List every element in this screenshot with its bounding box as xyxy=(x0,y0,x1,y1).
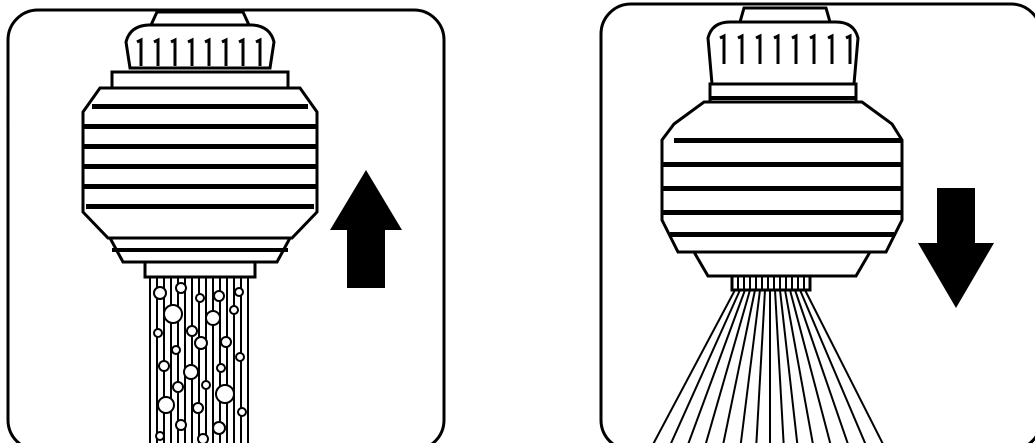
nozzle-grid xyxy=(737,276,805,290)
cap-knurling xyxy=(719,33,852,64)
aerator-spray-icon xyxy=(599,2,1035,443)
arrow-up-icon xyxy=(330,170,402,288)
body-grooves xyxy=(84,104,316,252)
air-bubbles xyxy=(153,282,247,443)
water-spray xyxy=(649,289,887,443)
aerator-bubbly-stream-icon xyxy=(6,8,446,443)
panel-spray xyxy=(590,0,1035,443)
panel-aerated-stream xyxy=(0,0,460,443)
arrow-down-icon xyxy=(918,188,994,308)
cap-knurling xyxy=(136,37,262,66)
body-grooves xyxy=(663,96,902,237)
